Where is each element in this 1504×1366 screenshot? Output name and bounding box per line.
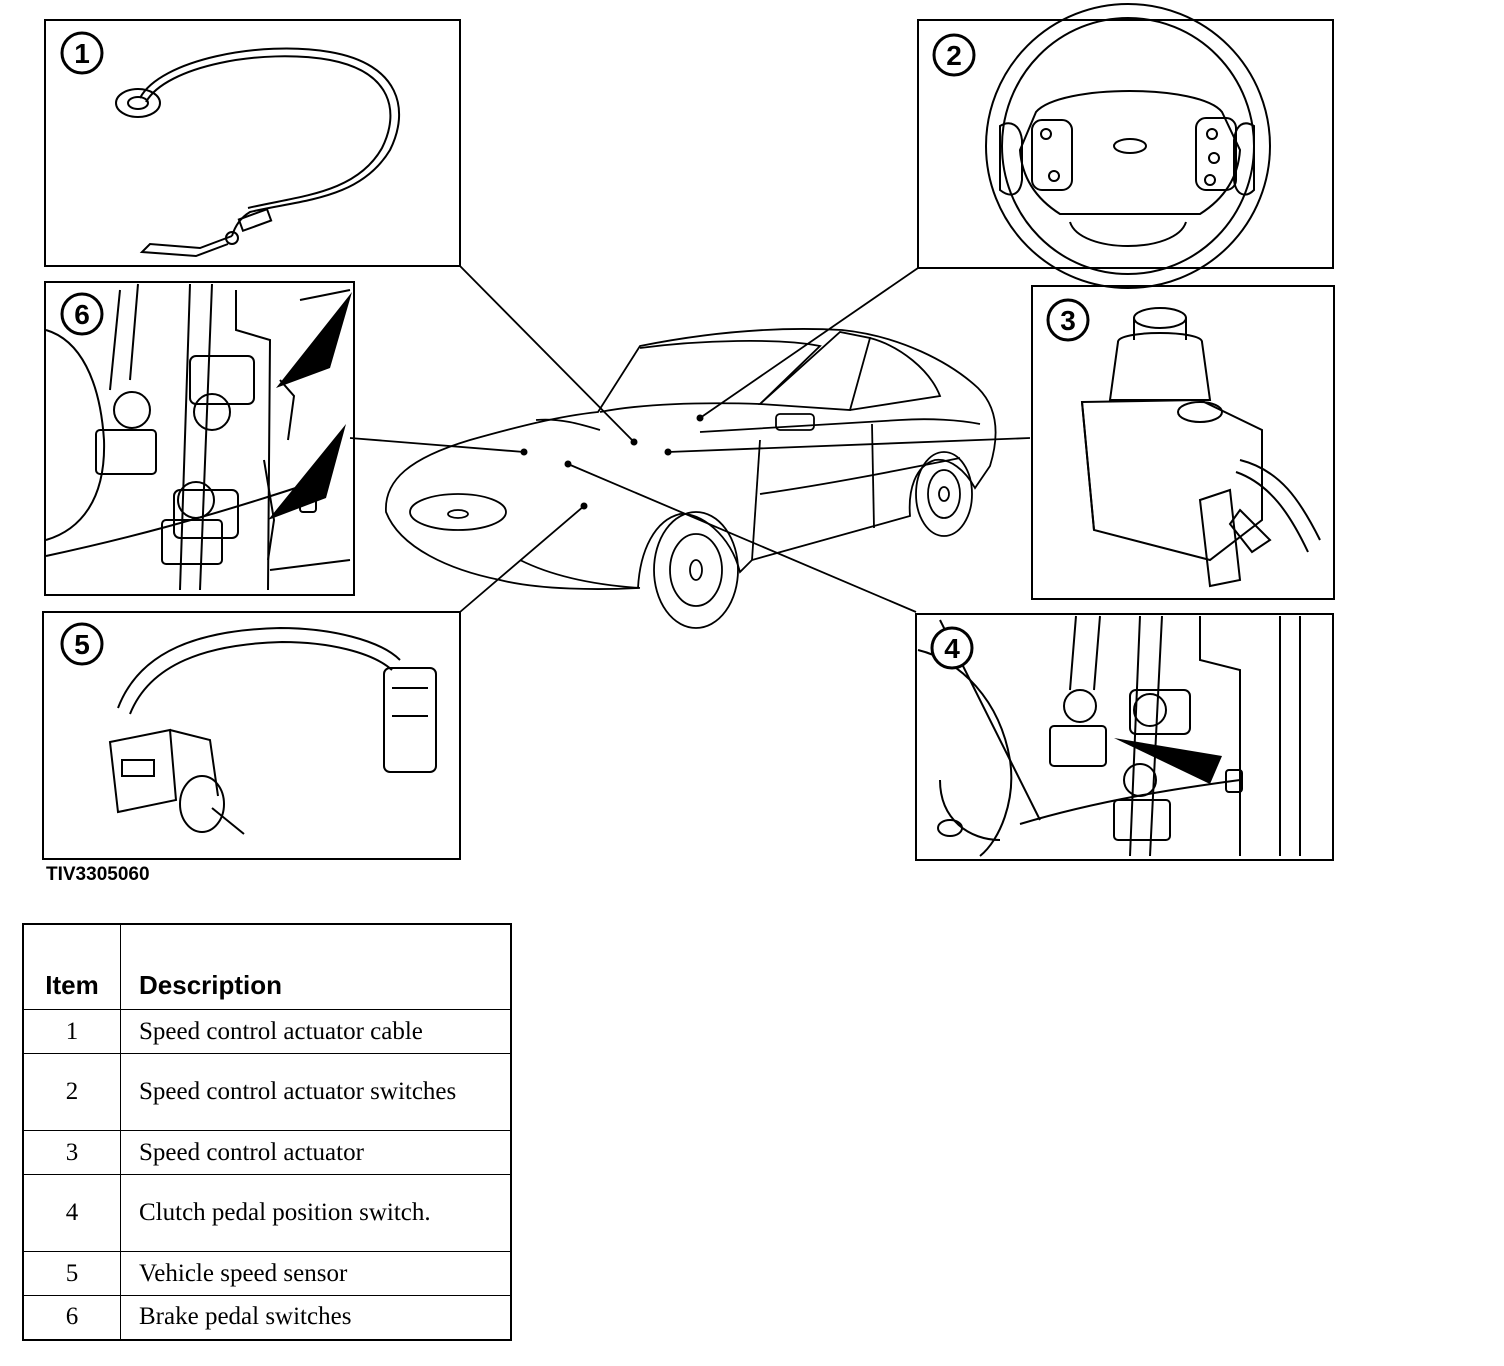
panel-4-arrow — [1114, 738, 1222, 784]
callout-1-label: 1 — [74, 38, 90, 69]
callout-4: 4 — [930, 626, 974, 670]
callout-2: 2 — [932, 33, 976, 77]
legend-item-number: 6 — [22, 1295, 121, 1340]
table-row: 6 Brake pedal switches — [22, 1295, 512, 1340]
leader-lines — [349, 265, 1031, 613]
figure-id: TIV3305060 — [46, 864, 150, 885]
panel-6-arrows — [268, 292, 352, 520]
legend-item-number: 4 — [22, 1174, 121, 1252]
callout-badges: 1 2 3 4 5 6 — [60, 31, 1090, 670]
legend-header-row: Item Description — [22, 923, 512, 1010]
callout-4-label: 4 — [944, 633, 960, 664]
panel-1-actuator-cable — [44, 19, 461, 267]
legend-header-item: Item — [22, 923, 121, 1010]
callout-5: 5 — [60, 622, 104, 666]
callout-dots — [520, 414, 704, 510]
callout-6-label: 6 — [74, 299, 90, 330]
panel-4-clutch-pedal-position-switch — [915, 613, 1334, 861]
legend-item-description: Speed control actuator switches — [120, 1053, 512, 1131]
table-row: 2 Speed control actuator switches — [22, 1053, 512, 1131]
legend-item-description: Clutch pedal position switch. — [120, 1174, 512, 1252]
legend-table: Item Description 1 Speed control actuato… — [22, 923, 512, 1341]
callout-6: 6 — [60, 292, 104, 336]
panel-2-steering-wheel-switches — [917, 3, 1334, 289]
legend-item-description: Speed control actuator cable — [120, 1009, 512, 1054]
table-row: 5 Vehicle speed sensor — [22, 1251, 512, 1296]
panel-5-vehicle-speed-sensor — [42, 611, 461, 860]
legend-item-number: 3 — [22, 1130, 121, 1175]
legend-item-description: Vehicle speed sensor — [120, 1251, 512, 1296]
table-row: 4 Clutch pedal position switch. — [22, 1174, 512, 1252]
legend-item-number: 2 — [22, 1053, 121, 1131]
panel-3-speed-control-actuator — [1031, 285, 1335, 600]
table-row: 1 Speed control actuator cable — [22, 1009, 512, 1054]
callout-2-label: 2 — [946, 40, 962, 71]
table-row: 3 Speed control actuator — [22, 1130, 512, 1175]
legend-item-description: Speed control actuator — [120, 1130, 512, 1175]
callout-5-label: 5 — [74, 629, 90, 660]
legend-item-number: 1 — [22, 1009, 121, 1054]
callout-3: 3 — [1046, 298, 1090, 342]
panel-6-brake-pedal-switches — [44, 281, 355, 596]
vehicle-illustration — [385, 328, 997, 629]
legend-item-number: 5 — [22, 1251, 121, 1296]
callout-1: 1 — [60, 31, 104, 75]
callout-3-label: 3 — [1060, 305, 1076, 336]
component-location-diagram: 1 2 3 4 5 6 — [42, 3, 1335, 861]
legend-item-description: Brake pedal switches — [120, 1295, 512, 1340]
legend-header-description: Description — [120, 923, 512, 1010]
